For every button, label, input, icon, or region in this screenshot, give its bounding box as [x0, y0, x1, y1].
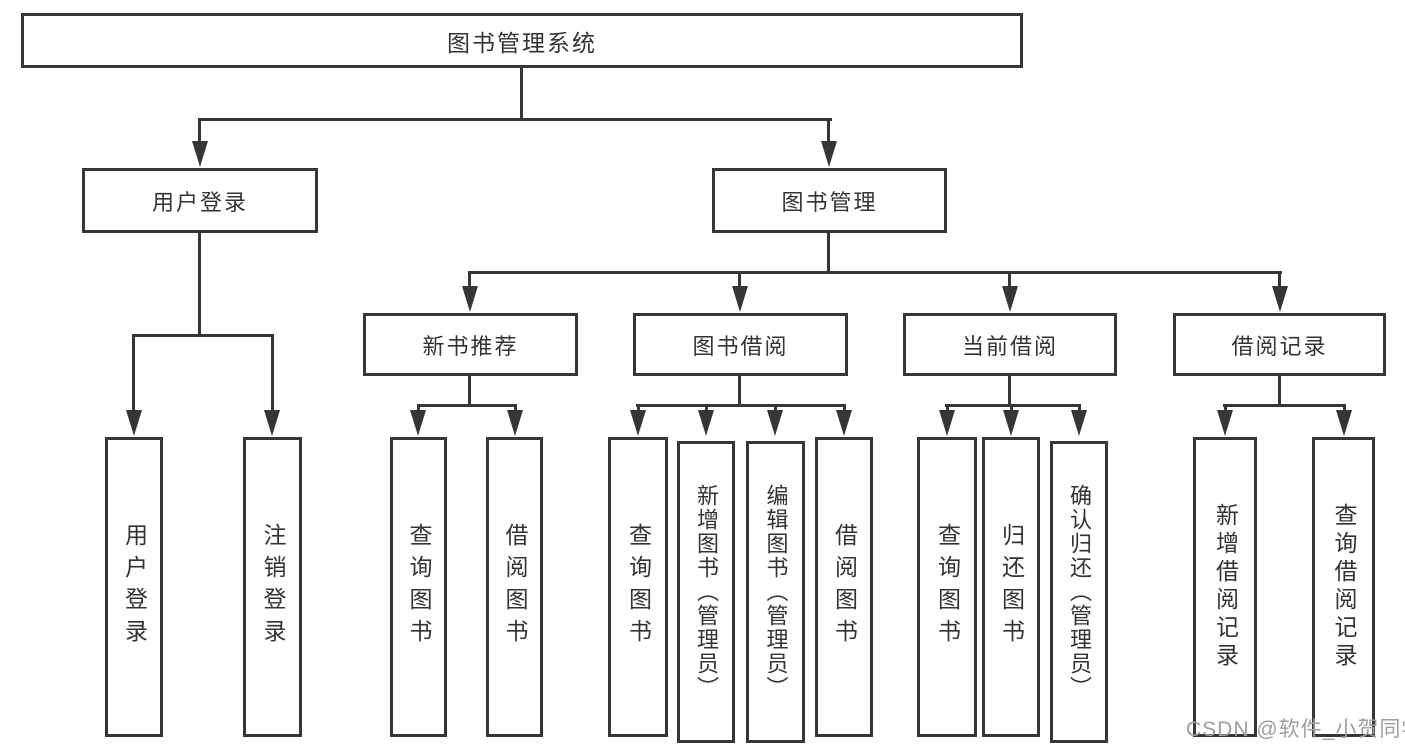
leaf-label: 编辑图书（管理员） — [763, 484, 789, 700]
connector-shaft — [1343, 404, 1346, 414]
node-new-book-recommendation: 新书推荐 — [363, 313, 578, 376]
arrow-down-icon — [1071, 410, 1087, 436]
connector-shaft — [1010, 404, 1013, 414]
leaf-query-borrow-record: 查询借阅记录 — [1312, 437, 1375, 737]
connector-root-branch — [198, 118, 832, 121]
connector-shaft — [738, 271, 741, 291]
arrow-down-icon — [939, 410, 955, 436]
leaf-label: 新增图书（管理员） — [694, 484, 719, 700]
arrow-down-icon — [698, 410, 714, 436]
arrow-down-icon — [630, 410, 646, 436]
leaf-add-books-admin: 新增图书（管理员） — [677, 441, 735, 743]
connector-stub — [738, 376, 741, 407]
leaf-query-books-1: 查询图书 — [390, 437, 447, 737]
leaf-query-books-2: 查询图书 — [608, 437, 668, 737]
connector-shaft — [1078, 404, 1081, 414]
connector-shaft — [132, 334, 135, 414]
node-label: 借阅记录 — [1231, 333, 1328, 359]
connector-user-login-branch — [132, 334, 274, 337]
leaf-label: 确认归还（管理员） — [1067, 484, 1092, 700]
node-user-login: 用户登录 — [82, 168, 318, 233]
node-book-management: 图书管理 — [712, 168, 947, 233]
arrow-down-icon — [1217, 410, 1233, 436]
connector-shaft — [637, 404, 640, 414]
leaf-label: 查询图书 — [934, 523, 961, 651]
arrow-down-icon — [462, 286, 478, 312]
leaf-borrow-books-2: 借阅图书 — [815, 437, 873, 737]
connector-user-login-stub — [198, 233, 201, 337]
arrow-down-icon — [1003, 410, 1019, 436]
node-label: 图书管理系统 — [447, 29, 597, 56]
arrow-down-icon — [732, 286, 748, 312]
node-root-library-management-system: 图书管理系统 — [21, 13, 1023, 68]
arrow-down-icon — [264, 410, 280, 436]
connector-book-mgmt-branch — [468, 271, 1282, 274]
arrow-down-icon — [1002, 286, 1018, 312]
connector-shaft — [1278, 271, 1281, 291]
connector-book-mgmt-stub — [827, 233, 830, 274]
node-label: 图书管理 — [781, 189, 878, 215]
connector-branch — [417, 404, 517, 407]
node-label: 新书推荐 — [422, 333, 519, 359]
connector-stub — [468, 376, 471, 407]
arrow-down-icon — [192, 141, 208, 167]
node-borrowing-records: 借阅记录 — [1173, 313, 1386, 376]
connector-shaft — [1224, 404, 1227, 414]
node-book-borrowing: 图书借阅 — [633, 313, 848, 376]
node-current-borrowing: 当前借阅 — [903, 313, 1117, 376]
leaf-add-borrow-record: 新增借阅记录 — [1193, 437, 1257, 737]
leaf-query-books-3: 查询图书 — [917, 437, 977, 737]
arrow-down-icon — [410, 410, 426, 436]
connector-shaft — [514, 404, 517, 414]
connector-shaft — [1008, 271, 1011, 291]
arrow-down-icon — [821, 141, 837, 167]
leaf-label: 注销登录 — [260, 523, 286, 651]
leaf-label: 查询借阅记录 — [1331, 503, 1357, 671]
node-label: 当前借阅 — [961, 333, 1058, 359]
leaf-return-books: 归还图书 — [982, 437, 1040, 737]
connector-shaft — [705, 404, 708, 414]
leaf-label: 查询图书 — [625, 523, 652, 651]
csdn-watermark: CSDN @软件_小贺同学 — [1186, 718, 1405, 741]
connector-shaft — [774, 404, 777, 414]
connector-stub — [1008, 376, 1011, 407]
connector-branch — [636, 404, 845, 407]
leaf-confirm-return-admin: 确认归还（管理员） — [1050, 441, 1108, 743]
arrow-down-icon — [126, 410, 142, 436]
connector-stub — [1278, 376, 1281, 407]
node-label: 图书借阅 — [692, 333, 789, 359]
connector-shaft — [946, 404, 949, 414]
arrow-down-icon — [1272, 286, 1288, 312]
leaf-label: 用户登录 — [121, 523, 148, 651]
connector-shaft — [468, 271, 471, 291]
arrow-down-icon — [836, 410, 852, 436]
arrow-down-icon — [1336, 410, 1352, 436]
arrow-down-icon — [507, 410, 523, 436]
connector-shaft — [843, 404, 846, 414]
connector-shaft — [417, 404, 420, 414]
leaf-label: 借阅图书 — [502, 523, 528, 651]
connector-shaft — [198, 118, 201, 144]
leaf-user-login: 用户登录 — [105, 437, 163, 737]
leaf-label: 查询图书 — [406, 523, 432, 651]
leaf-label: 借阅图书 — [831, 523, 858, 651]
connector-shaft — [271, 334, 274, 414]
leaf-label: 归还图书 — [998, 523, 1025, 651]
connector-shaft — [827, 118, 830, 144]
connector-branch — [1223, 404, 1345, 407]
leaf-borrow-books-1: 借阅图书 — [486, 437, 543, 737]
leaf-label: 新增借阅记录 — [1212, 503, 1239, 671]
connector-root-stub — [520, 68, 523, 121]
arrow-down-icon — [767, 410, 783, 436]
node-label: 用户登录 — [151, 189, 248, 215]
leaf-edit-books-admin: 编辑图书（管理员） — [746, 441, 805, 743]
leaf-logout: 注销登录 — [243, 437, 302, 737]
